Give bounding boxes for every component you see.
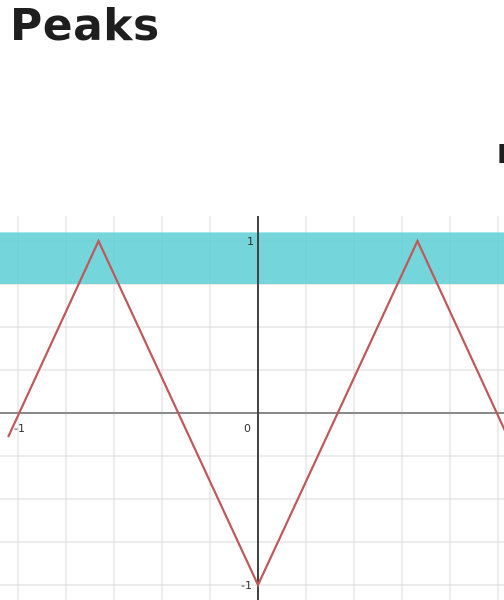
peak-highlight-band — [0, 232, 504, 284]
tick-label-y-1: 1 — [247, 235, 254, 248]
tick-label-y-minus-1: -1 — [241, 579, 252, 592]
tick-label-x-minus-1: -1 — [14, 422, 25, 435]
tick-label-origin: 0 — [244, 422, 251, 435]
right-edge-text: I — [497, 140, 504, 170]
tick-labels: -1 0 1 -1 — [14, 235, 254, 592]
page-title: Peaks — [10, 0, 160, 51]
axes — [0, 216, 504, 600]
series-group — [7, 238, 504, 588]
